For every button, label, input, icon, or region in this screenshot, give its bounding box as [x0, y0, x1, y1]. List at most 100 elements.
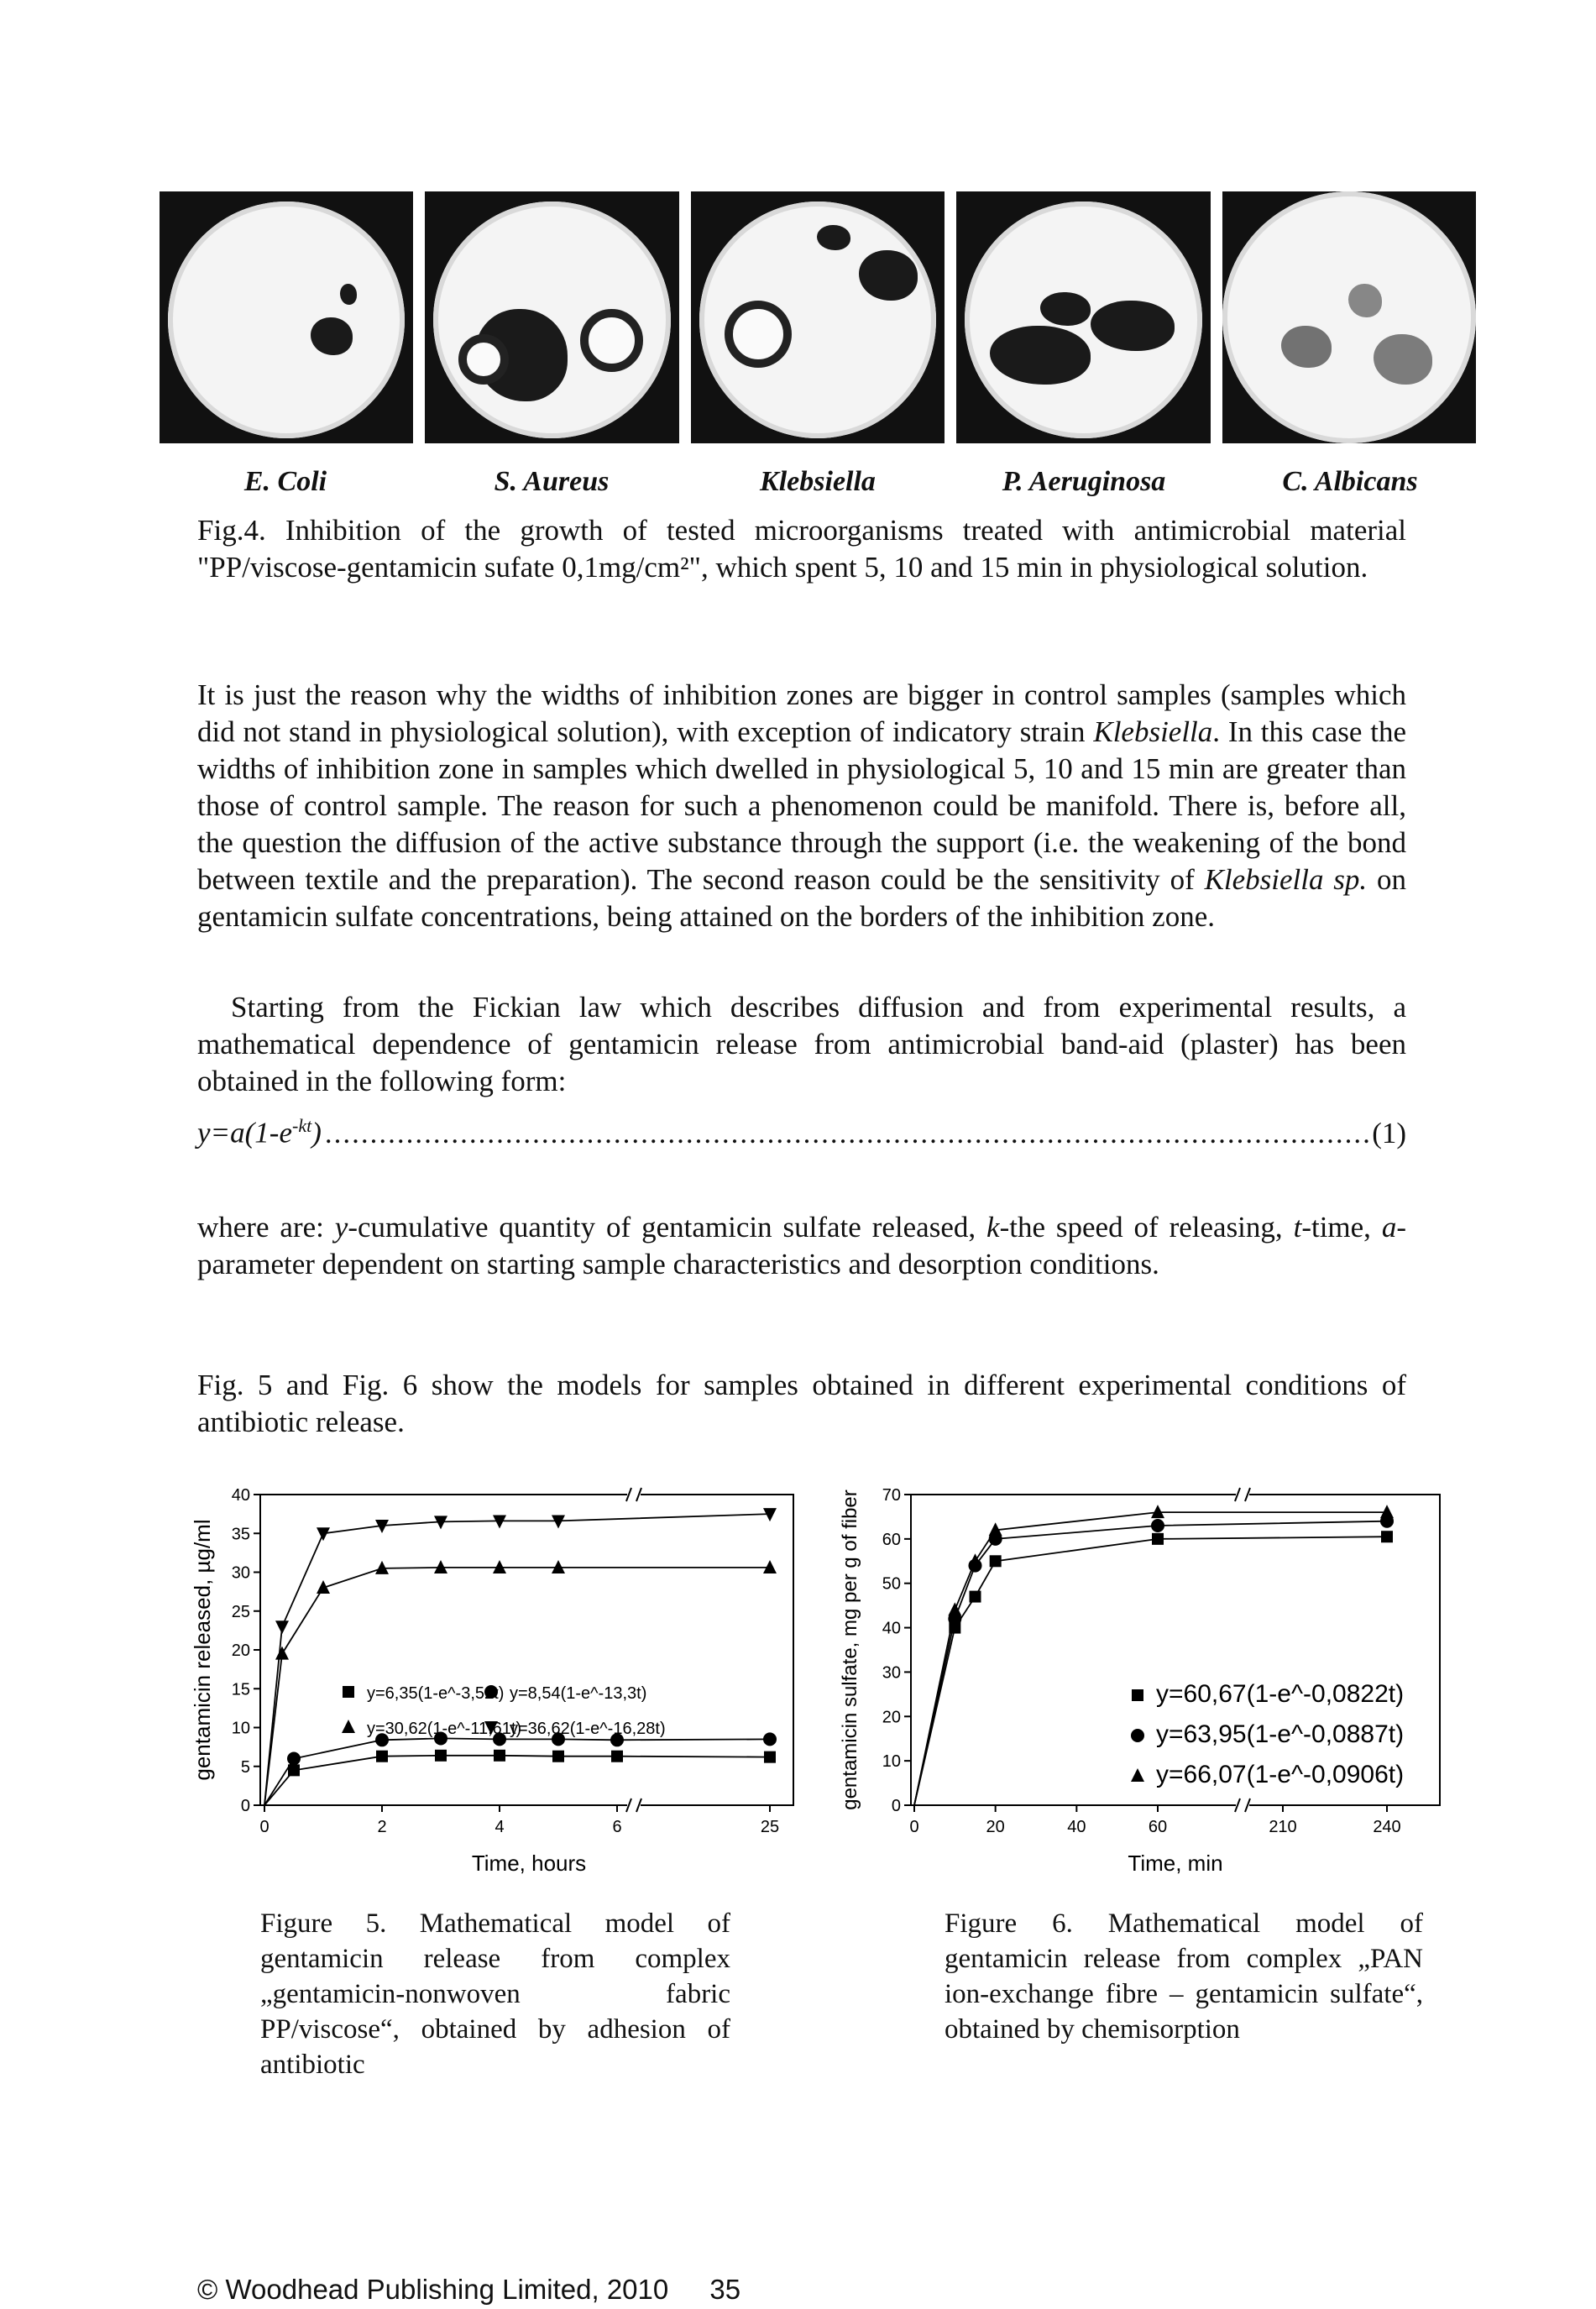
data-point	[968, 1553, 982, 1568]
x-tick-label: 60	[1149, 1818, 1167, 1836]
y-tick-label: 30	[232, 1564, 250, 1583]
y-tick-label: 40	[882, 1620, 901, 1638]
legend-marker	[1131, 1768, 1144, 1782]
x-tick-label: 210	[1269, 1818, 1296, 1836]
data-point	[375, 1733, 389, 1747]
data-point	[763, 1732, 777, 1746]
legend-entry: y=60,67(1-e^-0,0822t)	[1156, 1680, 1404, 1708]
label-s-aureus: S. Aureus	[494, 466, 610, 497]
data-point	[1380, 1505, 1394, 1519]
data-point	[764, 1751, 776, 1763]
microorganism-photos	[160, 191, 1477, 443]
data-point	[435, 1749, 447, 1762]
figure5-y-label: gentamicin released, µg/ml	[190, 1519, 215, 1780]
fig4-caption: Fig.4. Inhibition of the growth of teste…	[197, 514, 1406, 584]
y-tick-label: 35	[232, 1525, 250, 1543]
data-point	[552, 1559, 565, 1573]
photo-s-aureus	[425, 191, 679, 443]
data-point	[763, 1559, 777, 1573]
x-tick-label: 0	[909, 1818, 918, 1836]
data-point	[493, 1559, 506, 1573]
data-point	[552, 1515, 565, 1529]
label-c-albicans: C. Albicans	[1282, 466, 1418, 497]
figure6-y-label: gentamicin sulfate, mg per g of fiber	[839, 1490, 861, 1810]
data-point	[434, 1516, 447, 1530]
y-tick-label: 50	[882, 1575, 901, 1594]
series-line-3	[913, 1511, 1387, 1806]
y-tick-label: 60	[882, 1531, 901, 1549]
data-point	[493, 1732, 506, 1746]
data-point	[1152, 1532, 1164, 1545]
y-tick-label: 10	[882, 1752, 901, 1771]
data-point	[494, 1749, 505, 1762]
figure6-x-label: Time, min	[1128, 1851, 1222, 1876]
label-klebsiella: Klebsiella	[760, 466, 876, 497]
legend-marker	[1131, 1729, 1144, 1742]
figure5-caption: Figure 5. Mathematical model of gentamic…	[260, 1908, 730, 2080]
series-line-4	[264, 1513, 771, 1806]
data-point	[552, 1732, 565, 1746]
data-point	[434, 1559, 447, 1573]
data-point	[969, 1590, 981, 1603]
legend-marker	[342, 1720, 355, 1733]
data-point	[317, 1527, 330, 1542]
data-point	[611, 1750, 623, 1762]
data-point	[1151, 1505, 1164, 1519]
legend-marker	[484, 1721, 498, 1735]
legend-entry: y=8,54(1-e^-13,3t)	[510, 1684, 646, 1703]
y-tick-label: 5	[241, 1758, 250, 1777]
series-line-2	[913, 1520, 1388, 1806]
label-p-aeruginosa: P. Aeruginosa	[1002, 466, 1166, 497]
paragraph-where: where are: y-cumulative quantity of gent…	[197, 1211, 1406, 1280]
legend-entry: y=30,62(1-e^-11,61t)	[367, 1720, 521, 1738]
data-point	[552, 1750, 564, 1762]
data-point	[376, 1750, 388, 1762]
data-point	[763, 1508, 777, 1522]
paragraph-fickian: Starting from the Fickian law which desc…	[197, 991, 1406, 1097]
data-point	[275, 1620, 289, 1635]
page-footer: © Woodhead Publishing Limited, 2010 35	[197, 2274, 740, 2306]
y-tick-label: 25	[232, 1603, 250, 1621]
data-point	[610, 1733, 624, 1747]
data-point	[1381, 1531, 1393, 1543]
y-tick-label: 0	[892, 1797, 901, 1815]
x-tick-label: 0	[259, 1818, 269, 1836]
data-point	[275, 1646, 289, 1660]
data-point	[375, 1560, 389, 1574]
data-point	[989, 1555, 1002, 1568]
data-point	[493, 1515, 506, 1529]
page-number: 35	[709, 2274, 741, 2305]
x-tick-label: 25	[761, 1818, 779, 1836]
label-e-coli: E. Coli	[243, 466, 327, 497]
figure5-x-label: Time, hours	[472, 1851, 586, 1876]
data-point	[434, 1731, 447, 1746]
photo-e-coli	[160, 191, 414, 443]
x-tick-label: 2	[377, 1818, 386, 1836]
legend-entry: y=63,95(1-e^-0,0887t)	[1156, 1720, 1404, 1748]
y-tick-label: 70	[882, 1486, 901, 1505]
legend-marker	[1132, 1689, 1143, 1701]
data-point	[317, 1580, 330, 1594]
x-tick-label: 240	[1373, 1818, 1400, 1836]
paragraph-inhibition: It is just the reason why the widths of …	[197, 678, 1406, 933]
y-tick-label: 0	[241, 1797, 250, 1815]
equation-1: y=a(1-e-kt) ............................…	[197, 1115, 1406, 1149]
series-line-2	[264, 1737, 771, 1806]
photo-c-albicans	[1222, 191, 1477, 443]
x-tick-label: 20	[986, 1818, 1005, 1836]
x-tick-label: 6	[612, 1818, 621, 1836]
y-tick-label: 30	[882, 1663, 901, 1682]
y-tick-label: 20	[232, 1641, 250, 1660]
legend-entry: y=66,07(1-e^-0,0906t)	[1156, 1761, 1404, 1788]
data-point	[1151, 1519, 1164, 1532]
data-point	[948, 1602, 962, 1616]
paragraph-figs: Fig. 5 and Fig. 6 show the models for sa…	[197, 1369, 1406, 1438]
legend-entry: y=36,62(1-e^-16,28t)	[510, 1720, 666, 1738]
y-tick-label: 40	[232, 1486, 250, 1505]
x-tick-label: 4	[494, 1818, 504, 1836]
legend-entry: y=6,35(1-e^-3,52t)	[367, 1684, 504, 1703]
x-tick-label: 40	[1067, 1818, 1086, 1836]
y-tick-label: 10	[232, 1720, 250, 1738]
